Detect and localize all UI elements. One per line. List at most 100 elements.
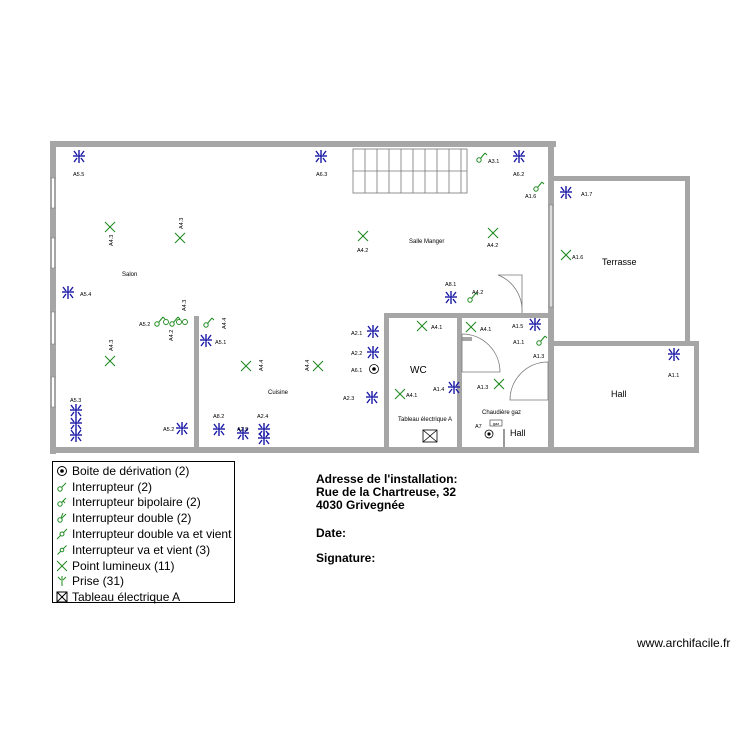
light-point-icon: [357, 230, 369, 242]
room-label-hall: Hall: [611, 389, 627, 399]
device-label: A4.4: [305, 360, 311, 371]
device-label: A4.1: [431, 325, 442, 331]
outlet-icon: [512, 149, 526, 164]
device-label: A5.4: [80, 292, 91, 298]
legend-label: Interrupteur (2): [72, 479, 153, 494]
doors: [461, 274, 549, 447]
legend-item: Interrupteur double (2): [55, 510, 234, 526]
double-two-way-switch-icon: [55, 527, 69, 541]
device-label: A4.2: [169, 330, 175, 341]
device-label: A7: [475, 424, 482, 430]
legend-item: Boite de dérivation (2): [55, 463, 234, 479]
door-wc: [461, 333, 501, 373]
outlet-icon: [175, 421, 189, 436]
wall-wc-right: [457, 313, 462, 450]
two-way-switch-icon: [55, 543, 69, 557]
outlet-icon: [69, 416, 83, 431]
device-label: A5.1: [215, 340, 226, 346]
outlet-icon: [366, 345, 380, 360]
device-label: A4.3: [179, 218, 185, 229]
switch-icon: [55, 480, 69, 494]
device-label: A2.2: [351, 351, 362, 357]
room-label-salle-manger: Salle Manger: [409, 239, 444, 245]
outlet-icon: [444, 290, 458, 305]
legend-label: Interrupteur double (2): [72, 511, 192, 526]
legend-label: Interrupteur va et vient (3): [72, 542, 211, 557]
light-point-icon: [104, 355, 116, 367]
device-label: A1.6: [572, 255, 583, 261]
wall-wc-top: [384, 313, 554, 318]
legend-item: Interrupteur bipolaire (2): [55, 495, 234, 511]
device-label: A1.5: [512, 324, 523, 330]
address-line2: 4030 Grivegnée: [316, 498, 405, 512]
device-label: A5.2: [163, 427, 174, 433]
room-label-hall-small: Hall: [510, 428, 526, 438]
signature-label: Signature:: [316, 551, 376, 565]
outlet-icon: [366, 324, 380, 339]
room-label-cuisine: Cuisine: [268, 390, 289, 396]
boiler-label: Chaudière gaz: [482, 410, 521, 416]
legend-item: Interrupteur (2): [55, 479, 234, 495]
wall-bottom: [50, 447, 554, 453]
outlet-icon: [69, 403, 83, 418]
light-point-icon: [560, 249, 572, 261]
date-label: Date:: [316, 526, 347, 540]
device-label: A2.1: [351, 331, 362, 337]
device-label: A6.1: [351, 368, 362, 374]
light-point-icon: [487, 227, 499, 239]
room-label-salon: Salon: [122, 272, 137, 278]
wall-hall-bottom: [554, 447, 699, 453]
light-point-icon: [240, 360, 252, 372]
device-label: A4.4: [222, 318, 228, 329]
device-label: A4.2: [357, 248, 368, 254]
light-point-icon: [394, 388, 406, 400]
wall-top: [50, 141, 556, 147]
outlet-icon: [528, 317, 542, 332]
legend-item: Point lumineux (11): [55, 558, 234, 574]
wall-hall-right: [694, 341, 699, 453]
wall-hall-small-mid: [462, 337, 472, 341]
light-point-icon: [416, 320, 428, 332]
device-label: A4.1: [406, 393, 417, 399]
outlet-icon: [257, 431, 271, 446]
wall-salon-cuisine: [194, 316, 199, 450]
address-line1: Rue de la Chartreuse, 32: [316, 485, 457, 499]
svg-text:gaz: gaz: [493, 421, 499, 426]
light-point-icon: [465, 321, 477, 333]
junction-box-icon: [55, 464, 69, 478]
device-label: A8.1: [445, 282, 456, 288]
room-label-wc: WC: [410, 365, 427, 376]
outlet-icon: [667, 347, 681, 362]
light-point-icon: [174, 232, 186, 244]
device-label: A2.4: [257, 414, 268, 420]
legend-item: Interrupteur va et vient (3): [55, 542, 234, 558]
outlet-icon: [199, 333, 213, 348]
device-label: A5.5: [73, 172, 84, 178]
electric-panel-label: Tableau électrique A: [398, 417, 452, 423]
switch-icon: [476, 152, 488, 163]
light-point-icon: [312, 360, 324, 372]
wall-terrasse-right: [685, 176, 690, 341]
bipolar-switch-icon: [55, 495, 69, 509]
device-label: A1.7: [581, 192, 592, 198]
legend-label: Boite de dérivation (2): [72, 463, 190, 478]
outlet-icon: [447, 380, 461, 395]
electric-panel: [422, 429, 438, 443]
legend-item: Prise (31): [55, 574, 234, 590]
switch-icon: [203, 317, 215, 328]
credit-link[interactable]: www.archifacile.fr: [637, 636, 731, 650]
outlet-icon: [212, 422, 226, 437]
outlet-icon: [61, 285, 75, 300]
address-title: Adresse de l'installation:: [316, 472, 458, 486]
device-label: A6.3: [316, 172, 327, 178]
outlet-icon: [314, 149, 328, 164]
device-label: A6.2: [513, 172, 524, 178]
device-label: A4.2: [472, 290, 483, 296]
legend-label: Point lumineux (11): [72, 558, 175, 573]
legend-item: Tableau électrique A: [55, 589, 234, 605]
door-salle-manger: [497, 274, 523, 314]
device-label: A1.3: [477, 385, 488, 391]
outlet-icon: [72, 149, 86, 164]
device-labels-vertical: A4.3 A4.3 A4.3 A4.2 A4.4 A4.3 A4.4 A4.4: [109, 218, 311, 371]
